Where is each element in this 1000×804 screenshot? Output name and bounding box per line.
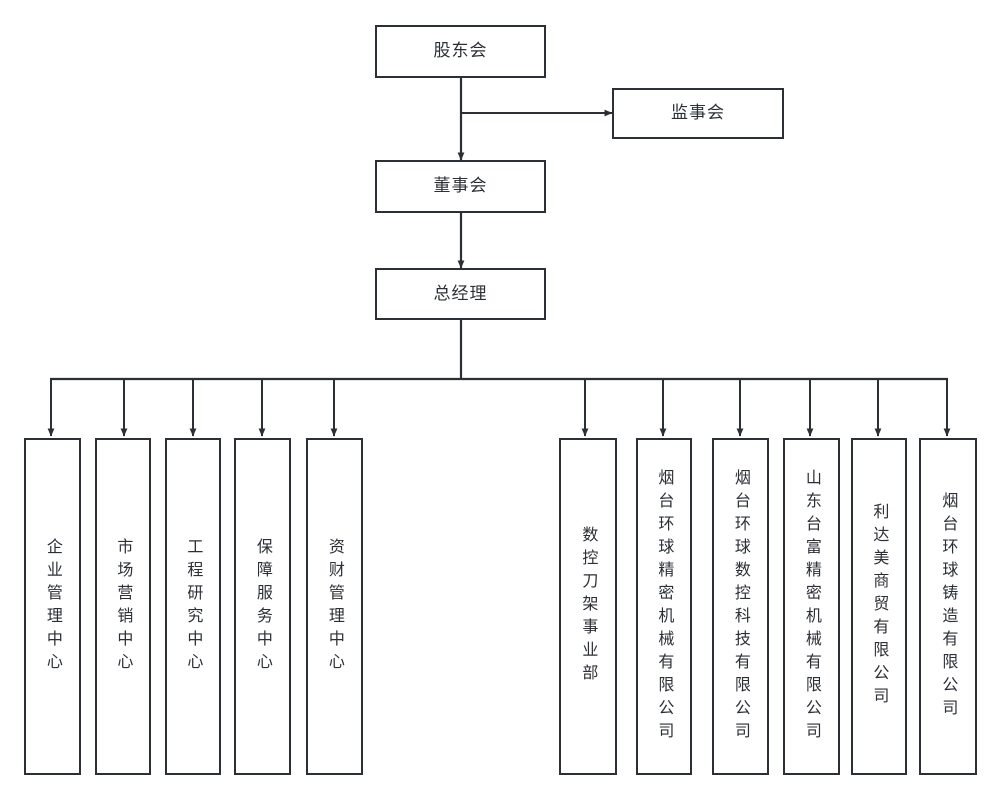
node-label: 工程研究中心 [184, 537, 204, 676]
node-department-support-services[interactable]: 保障服务中心 [234, 438, 291, 775]
node-label: 利达美商贸有限公司 [870, 503, 890, 710]
node-general-manager[interactable]: 总经理 [375, 268, 546, 320]
node-subsidiary-shandong-taifu-precision-machinery[interactable]: 山东台富精密机械有限公司 [783, 438, 840, 775]
node-supervisory-board[interactable]: 监事会 [612, 88, 784, 139]
node-label: 山东台富精密机械有限公司 [802, 468, 822, 745]
node-board-of-directors[interactable]: 董事会 [375, 160, 546, 213]
node-label: 数控刀架事业部 [579, 526, 599, 687]
node-label: 保障服务中心 [253, 537, 273, 676]
node-department-enterprise-management[interactable]: 企业管理中心 [24, 438, 81, 775]
node-subsidiary-yantai-huanqiu-precision-machinery[interactable]: 烟台环球精密机械有限公司 [636, 438, 692, 775]
node-label: 企业管理中心 [43, 537, 63, 676]
node-department-marketing[interactable]: 市场营销中心 [95, 438, 151, 775]
node-label: 董事会 [433, 176, 488, 197]
node-shareholders-meeting[interactable]: 股东会 [375, 25, 546, 78]
node-subsidiary-yantai-huanqiu-casting[interactable]: 烟台环球铸造有限公司 [919, 438, 977, 775]
node-label: 市场营销中心 [114, 537, 134, 676]
node-subsidiary-yantai-huanqiu-cnc-technology[interactable]: 烟台环球数控科技有限公司 [712, 438, 769, 775]
node-department-engineering-research[interactable]: 工程研究中心 [165, 438, 221, 775]
node-label: 烟台环球数控科技有限公司 [731, 468, 751, 745]
node-department-finance-management[interactable]: 资财管理中心 [306, 438, 363, 775]
node-subsidiary-lidamei-trading[interactable]: 利达美商贸有限公司 [851, 438, 907, 775]
node-label: 资财管理中心 [325, 537, 345, 676]
node-label: 股东会 [433, 41, 488, 62]
node-label: 总经理 [433, 283, 488, 304]
node-label: 烟台环球铸造有限公司 [939, 491, 959, 722]
node-label: 烟台环球精密机械有限公司 [655, 468, 675, 745]
node-subsidiary-cnc-turret-division[interactable]: 数控刀架事业部 [559, 438, 617, 775]
node-label: 监事会 [671, 103, 725, 124]
